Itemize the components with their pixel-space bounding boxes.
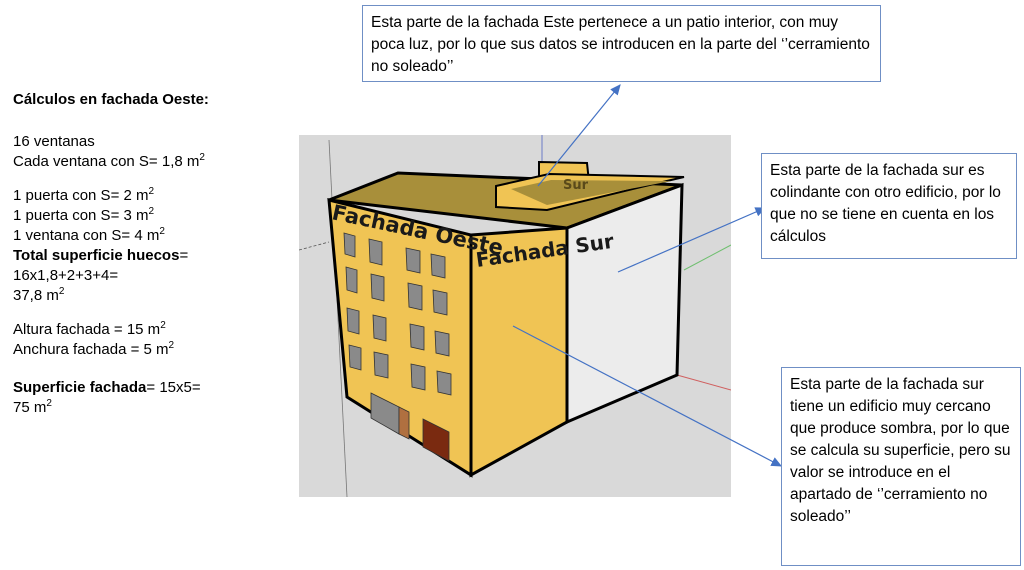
window — [373, 351, 389, 379]
window — [368, 238, 383, 266]
calc-total-expr: 16x1,8+2+3+4= — [13, 267, 119, 284]
window — [343, 232, 356, 258]
window — [434, 330, 450, 357]
calc-door1: 1 puerta con S= 2 m2 — [13, 186, 155, 205]
calc-total-value: 37,8 m2 — [13, 286, 65, 305]
calc-width: Anchura fachada = 5 m2 — [13, 340, 175, 359]
window — [436, 370, 452, 396]
callout-adjacent: Esta parte de la fachada sur es colindan… — [761, 153, 1017, 259]
window — [432, 289, 448, 316]
calc-windows: 16 ventanas — [13, 133, 95, 150]
calc-surface-value: 75 m2 — [13, 398, 52, 417]
window — [348, 344, 362, 371]
calc-window-big: 1 ventana con S= 4 m2 — [13, 226, 165, 245]
main-door — [422, 418, 450, 462]
window — [370, 273, 385, 302]
window — [405, 247, 421, 274]
calc-title: Cálculos en fachada Oeste: — [13, 91, 209, 108]
window — [407, 282, 423, 311]
window — [345, 266, 358, 294]
building-model: Sur Fachada Oeste Fachada Sur — [299, 135, 731, 497]
window — [409, 323, 425, 351]
window — [372, 314, 387, 342]
callout-adjacent-text: Esta parte de la fachada sur es colindan… — [770, 162, 1001, 245]
patio-label-sur: Sur — [563, 178, 589, 193]
window — [430, 253, 446, 279]
callout-patio: Esta parte de la fachada Este pertenece … — [362, 5, 881, 82]
calc-door2: 1 puerta con S= 3 m2 — [13, 206, 155, 225]
calc-total-label: Total superficie huecos= — [13, 247, 189, 264]
small-door — [398, 406, 410, 440]
axis-line-blue — [299, 241, 330, 251]
west-windows — [343, 232, 452, 396]
calc-window-area: Cada ventana con S= 1,8 m2 — [13, 152, 205, 171]
window — [410, 363, 426, 391]
calc-height: Altura fachada = 15 m2 — [13, 320, 166, 339]
callout-patio-text: Esta parte de la fachada Este pertenece … — [371, 14, 870, 75]
calc-surface-label: Superficie fachada= 15x5= — [13, 379, 201, 396]
calculations-panel: Cálculos en fachada Oeste: 16 ventanas C… — [13, 90, 209, 418]
window — [346, 307, 360, 335]
callout-shaded-text: Esta parte de la fachada sur tiene un ed… — [790, 376, 1011, 525]
callout-shaded: Esta parte de la fachada sur tiene un ed… — [781, 367, 1021, 566]
